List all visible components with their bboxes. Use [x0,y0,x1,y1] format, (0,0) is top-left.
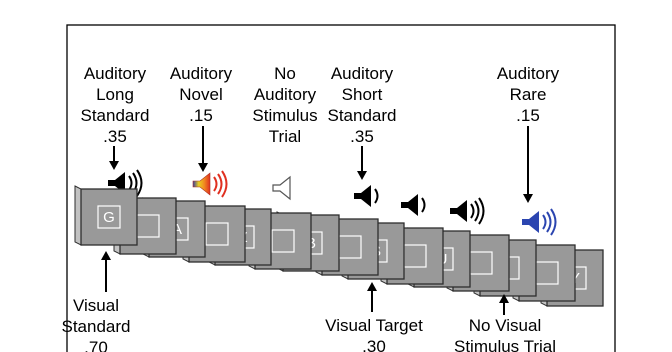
svg-text:Stimulus Trial: Stimulus Trial [454,337,556,352]
label-auditory-short-standard: Auditory Short Standard .35 [328,64,397,146]
label-no-visual-stimulus-trial: No Visual Stimulus Trial [454,316,556,352]
letter-box [469,251,493,275]
speaker-novel-icon [192,170,228,198]
stimulus-card: G [74,185,138,246]
speaker-quiet-icon [401,194,426,216]
card-letter: G [103,209,115,226]
svg-text:Rare: Rare [510,85,547,104]
svg-text:Auditory: Auditory [170,64,233,83]
svg-text:No Visual: No Visual [469,316,541,335]
svg-text:Visual Target: Visual Target [325,316,423,335]
svg-text:.30: .30 [362,337,386,352]
svg-text:.15: .15 [516,106,540,125]
svg-text:Short: Short [342,85,383,104]
label-visual-standard: Visual Standard .70 [62,296,131,352]
label-auditory-novel: Auditory Novel .15 [170,64,233,125]
svg-text:.35: .35 [103,127,127,146]
label-visual-target: Visual Target .30 [325,316,423,352]
svg-text:Standard: Standard [81,106,150,125]
svg-text:Auditory: Auditory [331,64,394,83]
stimulus-cards: YUSBZAG [74,185,604,307]
svg-text:Auditory: Auditory [254,85,317,104]
svg-text:.15: .15 [189,106,213,125]
svg-text:Stimulus: Stimulus [252,106,317,125]
svg-text:Auditory: Auditory [84,64,147,83]
svg-text:Auditory: Auditory [497,64,560,83]
svg-text:Trial: Trial [269,127,301,146]
letter-box [403,244,427,268]
arrows-bottom [101,251,509,315]
letter-box [271,229,295,253]
letter-box [97,205,121,229]
speaker-loud-icon [450,197,485,225]
letter-box [136,214,160,238]
svg-text:.35: .35 [350,127,374,146]
arrows-top [109,126,533,203]
svg-text:.70: .70 [84,338,108,352]
card-letter: A [172,221,182,238]
svg-text:Standard: Standard [328,106,397,125]
svg-text:Standard: Standard [62,317,131,336]
svg-text:Novel: Novel [179,85,222,104]
svg-text:Long: Long [96,85,134,104]
label-auditory-long-standard: Auditory Long Standard .35 [81,64,150,146]
svg-text:No: No [274,64,296,83]
label-auditory-rare: Auditory Rare .15 [497,64,560,125]
letter-box [338,235,362,259]
speaker-quiet-icon [354,185,379,207]
speaker-rare-icon [522,208,557,236]
letter-box [205,222,229,246]
label-no-auditory-stimulus-trial: No Auditory Stimulus Trial [252,64,317,146]
speaker-muted-icon [272,175,291,201]
letter-box [535,261,559,285]
svg-text:Visual: Visual [73,296,119,315]
